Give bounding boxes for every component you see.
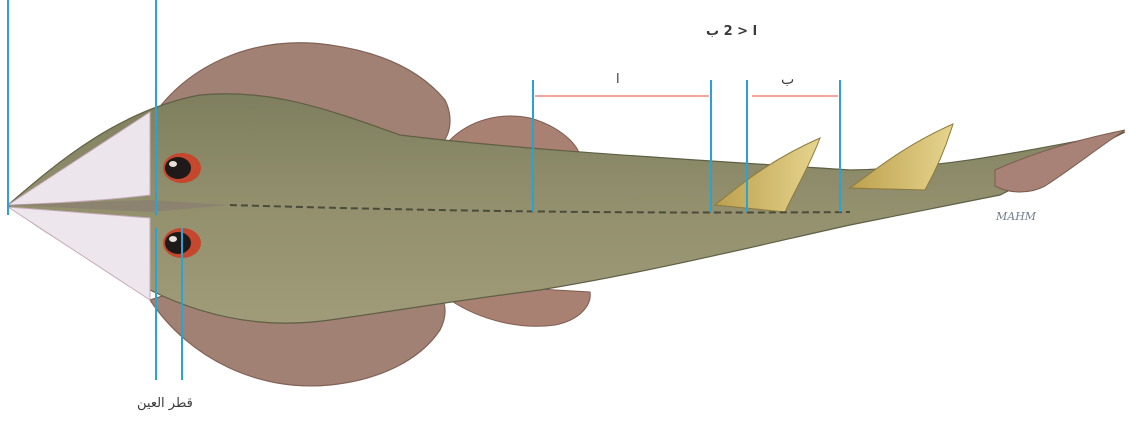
formula-label: ا < 2 ب bbox=[706, 24, 757, 39]
segment-a-label: ا bbox=[616, 72, 620, 87]
artist-signature: MAHM bbox=[996, 210, 1036, 223]
snout bbox=[8, 112, 150, 205]
segment-b-label: ب bbox=[781, 72, 794, 88]
snout-lower bbox=[8, 207, 150, 300]
eye-diameter-label: قطر العين bbox=[137, 396, 193, 411]
eye-top bbox=[163, 153, 201, 183]
